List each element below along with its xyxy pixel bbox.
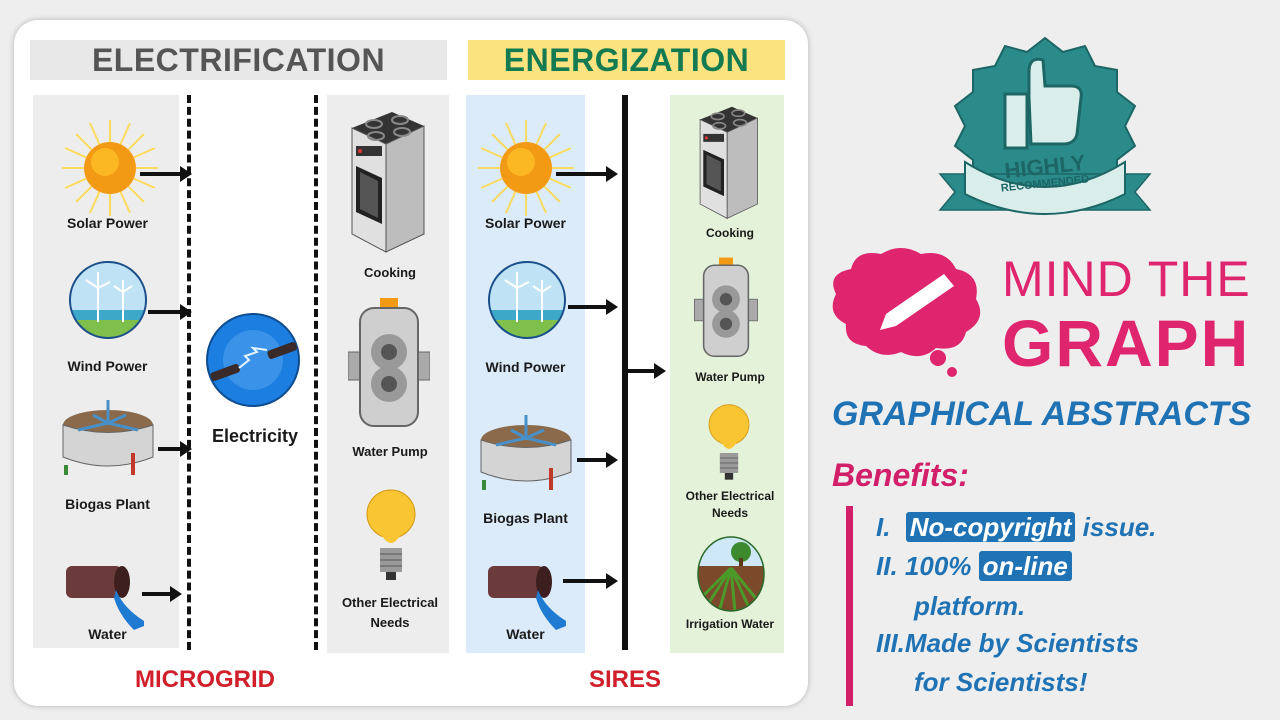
sires-bus-bar	[622, 95, 628, 650]
benefit-1-highlight: No-copyright	[905, 512, 1076, 542]
right-wind-label: Wind Power	[485, 359, 566, 375]
microgrid-boundary-right	[314, 95, 318, 650]
left-solar-arrow	[140, 166, 192, 182]
left-biogas-label: Biogas Plant	[65, 496, 150, 512]
solar-icon	[478, 120, 574, 216]
benefits-heading: Benefits:	[832, 457, 969, 493]
right-biogas-label: Biogas Plant	[483, 510, 568, 526]
benefit-1-rest: issue.	[1075, 512, 1157, 542]
benefit-item-2-cont: platform.	[914, 591, 1026, 621]
brand-line2: GRAPH	[1002, 306, 1251, 380]
right-irrigation-label: Irrigation Water	[685, 617, 775, 631]
right-solar-arrow	[556, 166, 618, 182]
left-other-needs-label: Other Electrical Needs	[341, 595, 439, 630]
right-solar-label: Solar Power	[485, 215, 566, 231]
left-wind-arrow	[148, 304, 192, 320]
right-water-label: Water	[506, 626, 545, 642]
sires-footer: SIRES	[588, 666, 662, 693]
benefit-2-highlight: on-line	[978, 551, 1072, 581]
benefit-2-num: II.	[876, 551, 898, 581]
benefit-item-3: III.Made by Scientists	[876, 628, 1139, 659]
benefit-item-3-cont: for Scientists!	[914, 667, 1088, 697]
left-wind-label: Wind Power	[67, 358, 148, 374]
energization-title: ENERGIZATION	[468, 40, 785, 80]
left-biogas-arrow	[158, 441, 192, 457]
right-cooking-label: Cooking	[706, 226, 754, 240]
graphical-abstracts-tagline: GRAPHICAL ABSTRACTS	[832, 395, 1252, 433]
microgrid-boundary-left	[187, 95, 191, 650]
right-biogas-arrow	[577, 452, 618, 468]
right-other-needs-label: Other Electrical Needs	[685, 489, 775, 520]
benefit-3-text: Made by Scientists	[904, 628, 1139, 658]
left-water-arrow	[142, 586, 182, 602]
water-pipe-icon	[66, 566, 144, 630]
benefit-3-num: III.	[876, 628, 905, 658]
biogas-plant-icon	[480, 415, 572, 490]
sires-output-arrow	[628, 363, 666, 379]
biogas-plant-icon	[62, 400, 154, 475]
cooking-stove-icon	[699, 106, 758, 220]
benefit-item-1: I. No-copyright issue.	[876, 512, 1156, 543]
right-wind-arrow	[568, 299, 618, 315]
wind-turbine-icon	[69, 261, 147, 339]
cooking-stove-icon	[351, 112, 425, 253]
microgrid-footer: MICROGRID	[135, 666, 275, 693]
right-water-arrow	[563, 573, 618, 589]
brand-line1: MIND THE	[1002, 251, 1251, 307]
highly-recommended-badge	[938, 36, 1152, 216]
water-pipe-icon	[488, 566, 566, 630]
left-water-pump-label: Water Pump	[352, 444, 428, 459]
mind-the-graph-logo-icon	[832, 248, 981, 377]
benefit-item-2: II. 100% on-line	[876, 551, 1072, 582]
right-water-pump-label: Water Pump	[695, 370, 765, 384]
electricity-label: Electricity	[211, 426, 299, 446]
electrification-title: ELECTRIFICATION	[30, 40, 447, 80]
benefit-1-num: I.	[876, 512, 891, 542]
electricity-icon	[206, 313, 300, 407]
light-bulb-icon	[366, 489, 416, 580]
benefit-2-pre: 100%	[897, 551, 979, 581]
light-bulb-icon	[708, 404, 750, 480]
wind-turbine-icon	[488, 261, 566, 339]
left-cooking-label: Cooking	[364, 265, 416, 280]
water-pump-icon	[693, 257, 759, 358]
water-pump-icon	[348, 298, 430, 427]
irrigation-field-icon	[697, 536, 765, 612]
left-water-label: Water	[88, 626, 127, 642]
benefits-rule	[846, 506, 853, 706]
solar-icon	[62, 120, 158, 216]
left-solar-label: Solar Power	[67, 215, 148, 231]
